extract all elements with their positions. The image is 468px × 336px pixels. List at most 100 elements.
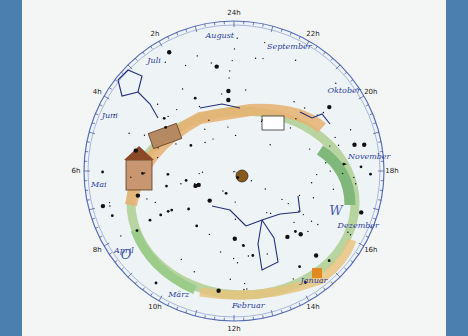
scale-tick [168, 303, 169, 306]
scale-tick [177, 307, 178, 310]
star [130, 177, 131, 178]
star [215, 64, 219, 68]
scale-tick [381, 180, 384, 181]
scale-tick [378, 141, 381, 143]
star [267, 253, 268, 254]
star [233, 237, 237, 241]
scale-tick [380, 190, 383, 191]
star [328, 259, 331, 262]
star [295, 118, 296, 119]
star [111, 214, 114, 217]
star [136, 193, 140, 197]
scale-tick [84, 180, 87, 181]
star [221, 93, 222, 94]
star [164, 126, 167, 129]
star [204, 142, 205, 143]
month-label: November [348, 153, 390, 161]
star [311, 221, 312, 222]
star [314, 253, 318, 257]
star [265, 188, 266, 189]
scale-tick [378, 171, 384, 172]
star [334, 137, 335, 138]
star [199, 173, 200, 174]
star [211, 62, 212, 63]
scale-tick [135, 282, 137, 284]
star [141, 172, 144, 175]
scale-tick [359, 243, 364, 246]
star [281, 199, 282, 200]
scale-tick [104, 96, 109, 99]
scale-tick [366, 105, 369, 106]
scale-tick [143, 52, 145, 54]
star [163, 117, 166, 120]
star [290, 127, 291, 128]
scale-tick [214, 317, 215, 320]
star [323, 112, 324, 113]
star [157, 157, 158, 158]
scale-tick [262, 24, 264, 27]
star [208, 120, 209, 121]
star [194, 97, 197, 100]
star [251, 254, 254, 257]
hour-label: 2h [151, 31, 160, 38]
scale-tick [290, 307, 291, 310]
star [360, 165, 363, 168]
scale-tick [351, 260, 353, 262]
star [246, 288, 247, 289]
hour-label: 8h [93, 247, 102, 254]
month-label: März [168, 291, 189, 299]
scale-tick [195, 310, 197, 316]
scale-tick [85, 190, 88, 191]
scale-tick [151, 46, 153, 48]
scale-tick [299, 36, 300, 39]
scale-tick [331, 282, 333, 284]
scale-tick [121, 268, 123, 270]
star [228, 77, 229, 78]
month-label: Januar [301, 277, 328, 285]
scale-tick [151, 293, 153, 295]
star [167, 210, 170, 213]
scale-tick [378, 199, 381, 201]
star [109, 202, 110, 203]
star [309, 148, 310, 149]
star [293, 222, 294, 223]
star [303, 214, 304, 215]
scale-tick [323, 52, 325, 54]
scale-tick [87, 199, 90, 201]
scale-tick [345, 268, 347, 270]
scale-tick [135, 58, 137, 60]
star [359, 210, 363, 214]
scale-tick [306, 296, 309, 301]
month-label: Februar [232, 302, 265, 310]
month-label: Oktober [327, 87, 360, 95]
scale-tick [253, 317, 254, 320]
scale-tick [345, 72, 347, 74]
star [329, 145, 330, 146]
star [327, 105, 331, 109]
star [245, 89, 246, 90]
hour-label: 20h [364, 89, 377, 96]
scale-tick [243, 21, 244, 24]
scale-tick [195, 26, 197, 32]
star [167, 50, 171, 54]
star [233, 258, 234, 259]
scale-tick [104, 243, 109, 246]
star [128, 133, 129, 134]
star [350, 129, 351, 130]
scale-tick [271, 26, 273, 32]
star [195, 225, 198, 228]
star [209, 234, 210, 235]
scale-tick [87, 141, 90, 143]
star [181, 259, 182, 260]
star [144, 172, 145, 173]
star [204, 129, 205, 130]
star [293, 101, 294, 102]
scale-tick [323, 288, 325, 290]
hour-label: 4h [93, 89, 102, 96]
scale-tick [85, 151, 88, 152]
scale-tick [109, 253, 111, 255]
star [197, 55, 198, 56]
star [144, 135, 145, 136]
star [251, 180, 252, 181]
star [180, 183, 181, 184]
